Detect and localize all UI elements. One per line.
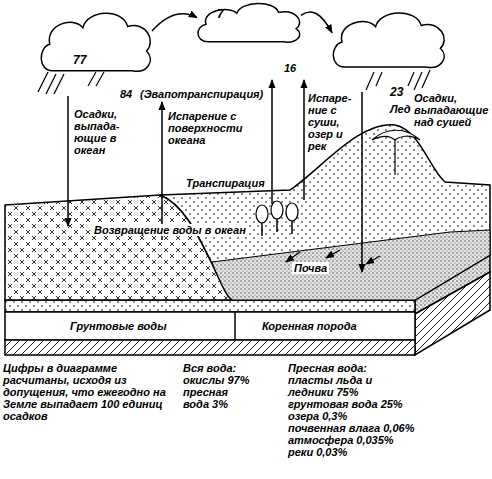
rain-line xyxy=(38,72,48,92)
text-label: Транспирация xyxy=(186,177,265,189)
text-label: 84 xyxy=(120,88,132,100)
process-arrows xyxy=(68,80,362,272)
tree-trunk xyxy=(276,218,278,232)
tree-crown xyxy=(256,205,268,223)
text-label: Коренная порода xyxy=(262,320,357,332)
cloud-outline xyxy=(195,0,305,44)
precipitation-ocean-arrow xyxy=(67,96,69,226)
flow-arrow xyxy=(326,250,340,258)
rain-line xyxy=(46,74,56,94)
ice-melt-line xyxy=(394,140,395,175)
text-label: Вся вода: xyxy=(183,362,236,374)
text-label: Осадки, выпадающие над сушей xyxy=(414,92,492,128)
rain-line xyxy=(408,72,414,86)
text-label: пласты льда и ледники 75% xyxy=(288,374,388,398)
text-label: Осадки, выпада- ющие в океан xyxy=(74,108,136,156)
text-label: Грунтовые воды xyxy=(70,320,167,332)
flow-arrow xyxy=(286,252,300,262)
cloud-node: 23 xyxy=(330,8,450,102)
ocean-area xyxy=(5,195,232,300)
tree-crown xyxy=(271,201,283,219)
soil-area xyxy=(212,230,490,300)
front-top-strip xyxy=(5,300,415,312)
rain-line xyxy=(96,72,104,86)
text-label: атмосфера 0,035% xyxy=(288,434,394,446)
front-bedrock xyxy=(5,340,415,355)
rain-line xyxy=(88,72,96,86)
text-label: Испаре- ние с суши, озер и рек xyxy=(308,92,360,152)
text-label: 16 xyxy=(284,62,296,74)
land-evaporation-arrow xyxy=(303,80,305,200)
cloud-number: 77 xyxy=(73,54,86,66)
vapour-transport-arrow xyxy=(301,12,332,33)
cloud-number: 7 xyxy=(217,8,224,20)
text-label: (Эвапотранспирация) xyxy=(140,88,263,100)
transpiration-arrow xyxy=(271,80,273,204)
trees xyxy=(256,201,298,236)
cloud-shape xyxy=(41,13,150,71)
cloud-node: 7 xyxy=(195,0,305,44)
tree-trunk xyxy=(261,222,263,236)
text-label: грунтовая вода 25% xyxy=(288,398,403,410)
vapour-transport-arrow xyxy=(152,14,197,31)
text-label: реки 0,03% xyxy=(288,446,347,458)
rain-ocean xyxy=(38,72,104,94)
text-label: Почва xyxy=(292,262,329,274)
tree-trunk xyxy=(291,220,293,234)
rain-line xyxy=(366,72,374,90)
text-label: озера 0,3% xyxy=(288,410,347,422)
front-middle-band xyxy=(5,312,415,340)
rain-line xyxy=(54,74,64,94)
text-label: Испарение с поверхности океана xyxy=(168,110,262,146)
text-label: почвенная влага 0,06% xyxy=(288,422,414,434)
tree-crown xyxy=(286,203,298,221)
text-label: Цифры в диаграмме расчитаны, исходя из д… xyxy=(3,362,173,422)
cloud-outline xyxy=(38,8,156,74)
cloud-shape xyxy=(198,4,300,43)
rain-line xyxy=(414,72,422,90)
text-label: пресная вода 3% xyxy=(183,386,243,410)
cloud-number: 23 xyxy=(390,86,403,98)
text-label: Пресная вода: xyxy=(288,362,367,374)
text-label: окислы 97% xyxy=(183,374,249,386)
text-label: Лед xyxy=(390,103,411,115)
flow-arrow xyxy=(366,256,380,264)
ice-cap xyxy=(372,130,420,140)
layer-divider xyxy=(234,312,236,340)
rain-line xyxy=(422,70,430,88)
cloud-node: 77 xyxy=(38,8,156,74)
text-label: Возвращение воды в океан xyxy=(92,224,248,236)
precipitation-land-arrow xyxy=(361,92,363,272)
cloud-shape xyxy=(333,13,444,67)
ocean-evaporation-arrow xyxy=(161,102,163,240)
rain-line xyxy=(376,72,382,86)
